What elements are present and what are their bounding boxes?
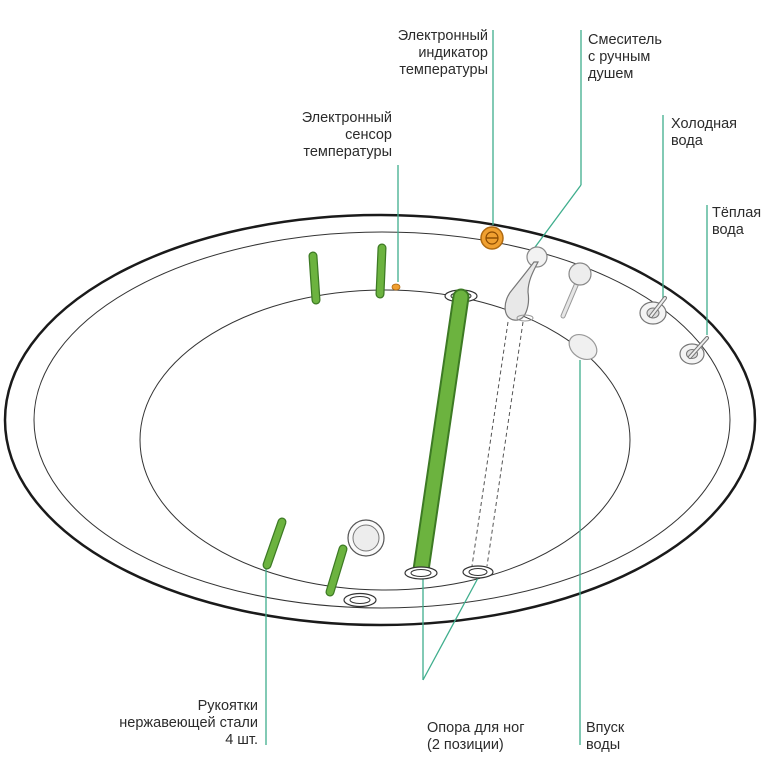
- faucet-icon: [560, 262, 592, 319]
- foot-rest-alt-socket: [462, 565, 494, 579]
- label-water-inlet: Впуск воды: [586, 720, 625, 753]
- label-temp-indicator: Электронный индикатор температуры: [397, 28, 488, 78]
- label-temp-sensor: Электронный сенсор температуры: [301, 110, 392, 160]
- label-mixer: Смеситель с ручным душем: [588, 32, 662, 82]
- drain-icon: [347, 519, 385, 557]
- tub-basin: [139, 289, 631, 591]
- label-cold-water: Холодная вода: [671, 116, 738, 149]
- label-warm-water: Тёплая вода: [712, 205, 762, 238]
- leader-mixer-diag: [526, 184, 582, 259]
- label-handles: Рукоятки нержавеющей стали 4 шт.: [119, 698, 258, 748]
- cold-water-valve-icon: [639, 296, 667, 325]
- foot-rest: [404, 288, 524, 580]
- foot-rest-socket-bottom: [404, 566, 438, 580]
- warm-water-valve-icon: [679, 336, 709, 365]
- leader-foot-rest-diag: [422, 577, 479, 681]
- mixer-shower-icon: [504, 246, 548, 322]
- temp-sensor-icon: [391, 283, 401, 291]
- water-inlet-icon: [568, 333, 598, 361]
- leader-lines: [265, 30, 708, 745]
- temp-indicator-icon: [480, 226, 504, 250]
- stainless-handles: [262, 243, 387, 597]
- tub-deck-line: [33, 231, 731, 609]
- foot-rest-alt-position: [471, 321, 509, 567]
- label-foot-rest: Опора для ног (2 позиции): [427, 720, 525, 753]
- overflow-icon: [343, 592, 377, 608]
- tub-outer-rim: [3, 213, 757, 627]
